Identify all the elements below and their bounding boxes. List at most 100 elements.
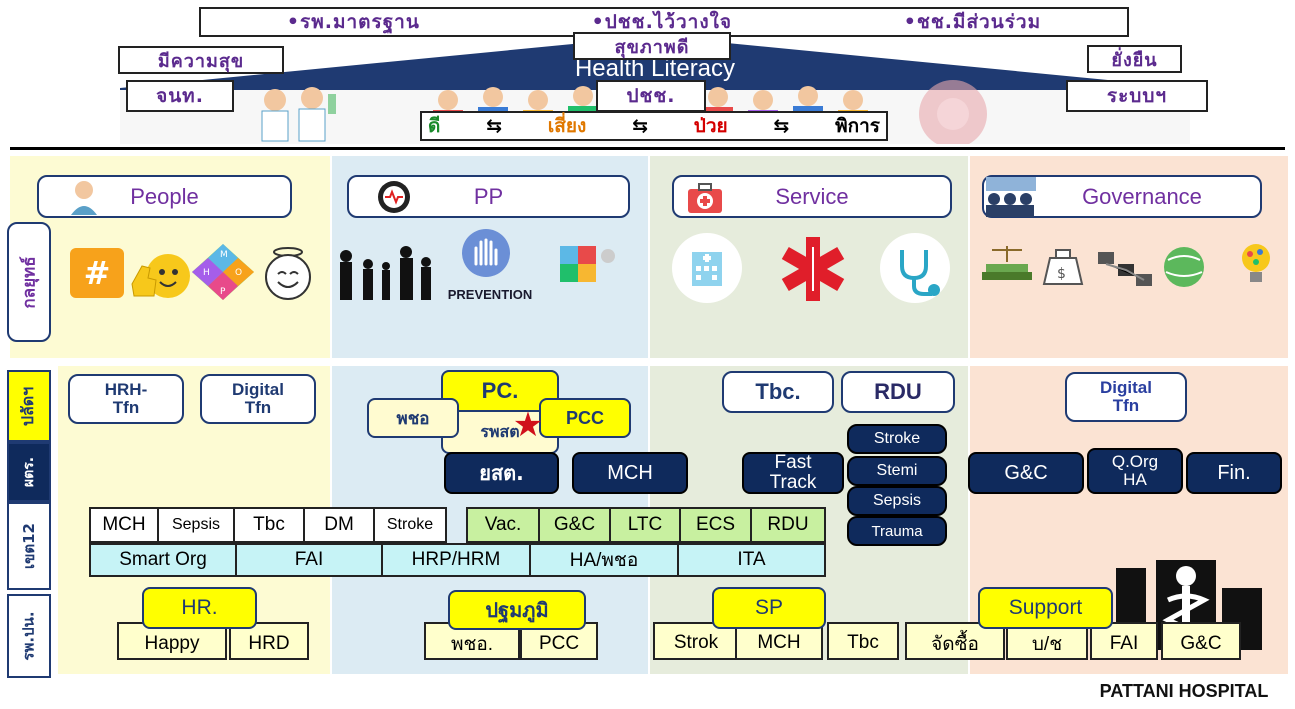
support-purchase: จัดซื้อ xyxy=(905,622,1005,660)
mch-box-inspector: MCH xyxy=(572,452,688,494)
svg-text:M: M xyxy=(220,250,228,260)
money-bag-icon: $ xyxy=(1036,244,1090,290)
svg-text:P: P xyxy=(220,287,226,297)
region-rdu: RDU xyxy=(750,507,826,543)
goal-community-participation: •ชช.มีส่วนร่วม xyxy=(903,11,1042,33)
stroke-box-inspector: Stroke xyxy=(847,424,947,454)
spectrum-arrow-icon: ⇆ xyxy=(773,115,790,137)
meeting-icon xyxy=(980,173,1046,217)
trauma-box: Trauma xyxy=(847,516,947,546)
spectrum-disabled: พิการ xyxy=(835,115,880,137)
goal-public-trust: •ปชช.ไว้วางใจ xyxy=(591,11,733,33)
spectrum-arrow-icon: ⇆ xyxy=(486,115,503,137)
heart-monitor-icon xyxy=(375,178,413,216)
pillar-people[interactable]: People xyxy=(37,175,292,218)
pillar-service[interactable]: Service xyxy=(672,175,952,218)
health-literacy-roof xyxy=(120,36,1190,90)
stemi-box: Stemi xyxy=(847,456,947,486)
svg-text:$: $ xyxy=(1057,266,1066,282)
label-good-health: สุขภาพดี xyxy=(573,32,731,60)
svg-text:H: H xyxy=(203,268,210,278)
digital-tfn-box-people: Digital Tfn xyxy=(200,374,316,424)
region-hrp-hrm: HRP/HRM xyxy=(381,543,531,577)
region-ltc: LTC xyxy=(609,507,681,543)
primary-care-box: ปฐมภูมิ xyxy=(448,590,586,630)
star-icon: ★ xyxy=(512,405,544,445)
prevention-hand-icon xyxy=(458,228,514,278)
doctor-icon xyxy=(67,179,101,215)
pillar-pp[interactable]: PP xyxy=(347,175,630,218)
puzzle-icon xyxy=(552,236,620,286)
pcc-box: PCC xyxy=(539,398,631,438)
hospital-icon xyxy=(670,232,744,304)
pillar-service-label: Service xyxy=(775,183,849,209)
fin-box: Fin. xyxy=(1186,452,1282,494)
row-label-signature: ปลัดฯ xyxy=(7,370,51,442)
star-of-life-icon xyxy=(775,234,851,304)
section-divider xyxy=(10,147,1285,150)
hr-hrd: HRD xyxy=(229,622,309,660)
family-icon xyxy=(334,244,434,302)
law-icon xyxy=(978,244,1036,288)
hrh-tfn-box: HRH- Tfn xyxy=(68,374,184,424)
pillar-pp-label: PP xyxy=(473,183,504,209)
goal-standard-hospital: •รพ.มาตรฐาน xyxy=(286,11,420,33)
ysot-box: ยสต. xyxy=(444,452,559,494)
pillar-governance-label: Governance xyxy=(1082,183,1202,209)
region-gc: G&C xyxy=(538,507,611,543)
spectrum-good: ดี xyxy=(428,115,441,137)
leadership-cycle-icon xyxy=(898,80,1008,144)
label-staff: จนท. xyxy=(126,80,234,112)
region-tbc: Tbc xyxy=(233,507,305,543)
region-dm: DM xyxy=(303,507,375,543)
row-label-strategy: กลยุทธ์ xyxy=(7,222,51,342)
region-mch: MCH xyxy=(89,507,159,543)
label-system: ระบบฯ xyxy=(1066,80,1208,112)
sp-box: SP xyxy=(712,587,826,629)
thumbs-up-icon xyxy=(128,244,194,302)
spectrum-arrow-icon: ⇆ xyxy=(632,115,648,137)
row-label-region: เขต12 xyxy=(7,502,51,590)
region-stroke: Stroke xyxy=(373,507,447,543)
support-box: Support xyxy=(978,587,1113,629)
label-happy: มีความสุข xyxy=(118,46,284,74)
region-ecs: ECS xyxy=(679,507,752,543)
sepsis-box-inspector: Sepsis xyxy=(847,486,947,516)
region-fai: FAI xyxy=(235,543,383,577)
prevention-caption: PREVENTION xyxy=(447,286,533,302)
label-public: ปชช. xyxy=(596,80,706,112)
region-ita: ITA xyxy=(677,543,826,577)
row-label-hospital: รพ.ปน. xyxy=(7,594,51,678)
row-label-inspector: ผตร. xyxy=(7,442,51,502)
halo-smile-icon xyxy=(258,244,318,302)
support-gc: G&C xyxy=(1161,622,1241,660)
pillar-people-label: People xyxy=(130,183,199,209)
region-ha-pcho: HA/พชอ xyxy=(529,543,679,577)
region-sepsis: Sepsis xyxy=(157,507,235,543)
spectrum-risk: เสี่ยง xyxy=(547,115,587,137)
row-separator xyxy=(10,358,1288,366)
spectrum-ill: ป่วย xyxy=(693,115,728,137)
stethoscope-icon xyxy=(876,232,954,304)
tbc-box: Tbc. xyxy=(722,371,834,413)
qorg-ha-box: Q.Org HA xyxy=(1087,448,1183,494)
label-sustainable: ยั่งยืน xyxy=(1087,45,1182,73)
hr-box: HR. xyxy=(142,587,257,629)
hashtag-icon: # xyxy=(70,248,124,298)
sp-tbc: Tbc xyxy=(827,622,899,660)
logo-name: PATTANI HOSPITAL xyxy=(1099,680,1269,701)
svg-text:O: O xyxy=(235,268,242,278)
network-icon xyxy=(1094,244,1154,290)
gc-box-inspector: G&C xyxy=(968,452,1084,494)
fast-track-box: Fast Track xyxy=(742,452,844,494)
region-vac: Vac. xyxy=(466,507,540,543)
rdu-box: RDU xyxy=(841,371,955,413)
lightbulb-icon xyxy=(1236,240,1276,288)
region-smart-org: Smart Org xyxy=(89,543,237,577)
pcho-box: พชอ xyxy=(367,398,459,438)
medical-staff-icon xyxy=(250,84,340,144)
pillar-governance[interactable]: Governance xyxy=(982,175,1262,218)
digital-tfn-box-governance: Digital Tfn xyxy=(1065,372,1187,422)
globe-icon xyxy=(1160,244,1208,290)
